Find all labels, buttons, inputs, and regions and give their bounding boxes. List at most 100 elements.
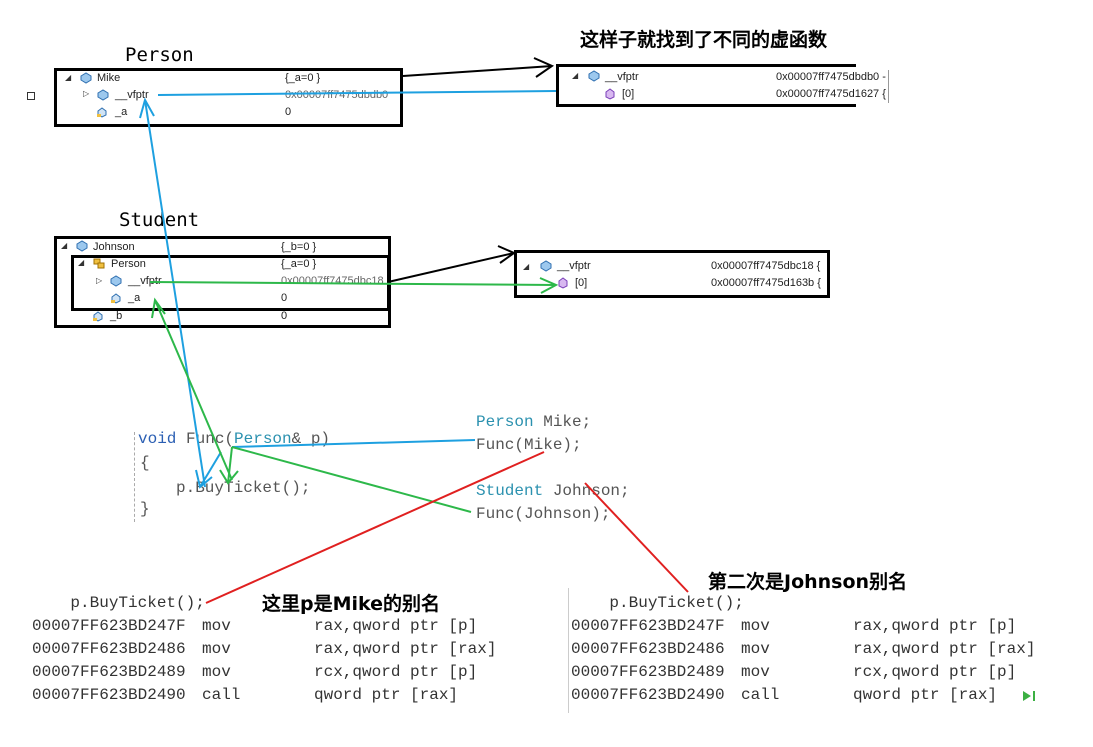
person-vtable-entry0-name[interactable]: [0] bbox=[622, 88, 635, 100]
object-icon bbox=[540, 260, 552, 272]
asm-left-op-0: mov bbox=[202, 617, 231, 635]
asm-right-addr-0: 00007FF623BD247F bbox=[571, 617, 725, 635]
vfptr-to-entry-green bbox=[149, 281, 557, 286]
expand-triangle-icon[interactable]: ▷ bbox=[83, 89, 90, 98]
row-marker bbox=[27, 92, 35, 100]
collapse-triangle-icon[interactable]: ◢ bbox=[61, 241, 68, 250]
student-to-vtable-arrow bbox=[387, 252, 515, 283]
asm-right-addr-1: 00007FF623BD2486 bbox=[571, 640, 725, 658]
asm-left-addr-3: 00007FF623BD2490 bbox=[32, 686, 186, 704]
person-type: Person bbox=[476, 413, 534, 431]
collapse-triangle-icon[interactable]: ◢ bbox=[78, 258, 85, 267]
green-arrows bbox=[149, 277, 559, 513]
asm-left-args-3: qword ptr [rax] bbox=[314, 686, 459, 704]
object-icon bbox=[110, 275, 122, 287]
arrowhead-icon bbox=[195, 469, 213, 489]
asm-left-panel: p.BuyTicket(); 00007FF623BD247F mov rax,… bbox=[26, 594, 546, 714]
student-semicolon: ; bbox=[620, 482, 630, 500]
asm-left-addr-2: 00007FF623BD2489 bbox=[32, 663, 186, 681]
asm-right-args-0: rax,qword ptr [p] bbox=[853, 617, 1017, 635]
field-icon bbox=[97, 107, 107, 118]
arrowhead-icon bbox=[219, 469, 239, 485]
person-row-a-value: 0 bbox=[285, 106, 292, 118]
param-to-body-blue bbox=[199, 451, 222, 488]
asm-right-args-3: qword ptr [rax] bbox=[853, 686, 998, 704]
person-vtable-vfptr-value: 0x00007ff7475dbdb0 - bbox=[776, 71, 886, 83]
asm-left-op-2: mov bbox=[202, 663, 231, 681]
body-to-vfptr-green bbox=[154, 299, 233, 481]
student-row-a-name[interactable]: _a bbox=[128, 292, 141, 304]
student-row-a-value: 0 bbox=[281, 292, 288, 304]
func-mike-to-param-blue bbox=[231, 439, 476, 448]
arrowhead-icon bbox=[139, 97, 155, 119]
person-row-a-name[interactable]: _a bbox=[115, 106, 128, 118]
asm-right-op-3: call bbox=[741, 686, 780, 704]
asm-right-header: p.BuyTicket(); bbox=[571, 594, 744, 612]
student-row-person-name[interactable]: Person bbox=[111, 258, 146, 270]
asm-right-args-1: rax,qword ptr [rax] bbox=[853, 640, 1036, 658]
collapse-triangle-icon[interactable]: ◢ bbox=[572, 71, 579, 80]
arrowhead-icon bbox=[497, 245, 517, 264]
code-margin-guide bbox=[134, 432, 136, 522]
func-close-brace: } bbox=[140, 500, 150, 518]
func-open-brace: { bbox=[140, 454, 150, 472]
func-johnson-to-param-green bbox=[231, 446, 472, 513]
asm-right-addr-3: 00007FF623BD2490 bbox=[571, 686, 725, 704]
asm-left-op-1: mov bbox=[202, 640, 231, 658]
black-arrows bbox=[387, 57, 555, 283]
param-to-body-green bbox=[227, 446, 233, 484]
collapse-triangle-icon[interactable]: ◢ bbox=[523, 262, 530, 271]
call-line-func-mike: Func(Mike); bbox=[476, 436, 582, 454]
student-row-b-name[interactable]: _b bbox=[110, 310, 123, 322]
object-icon bbox=[588, 70, 600, 82]
param-type: Person bbox=[234, 430, 292, 448]
asm-right-addr-2: 00007FF623BD2489 bbox=[571, 663, 725, 681]
call-line-func-johnson: Func(Johnson); bbox=[476, 505, 611, 523]
vfptr-to-entry-blue bbox=[157, 90, 557, 96]
base-class-icon bbox=[93, 258, 105, 269]
asm-left-args-2: rcx,qword ptr [p] bbox=[314, 663, 478, 681]
person-row-mike-name[interactable]: Mike bbox=[97, 72, 121, 84]
johnson-call-to-asm-line bbox=[584, 482, 689, 593]
mike-call-to-asm-line bbox=[205, 451, 545, 604]
func-body-call: p.BuyTicket(); bbox=[176, 479, 311, 497]
object-icon bbox=[97, 89, 109, 101]
run-to-cursor-icon[interactable] bbox=[1022, 689, 1038, 703]
person-row-vfptr-name[interactable]: __vfptr bbox=[115, 89, 149, 101]
object-icon bbox=[80, 72, 92, 84]
mike-alias-label: 这里p是Mike的别名 bbox=[262, 593, 441, 615]
person-vtable-vfptr-name[interactable]: __vfptr bbox=[605, 71, 639, 83]
student-row-b-value: 0 bbox=[281, 310, 288, 322]
method-icon bbox=[558, 277, 568, 289]
asm-right-op-2: mov bbox=[741, 663, 770, 681]
person-to-vtable-arrow bbox=[402, 65, 553, 77]
func-signature: void Func(Person& p) bbox=[138, 430, 330, 448]
asm-left-addr-1: 00007FF623BD2486 bbox=[32, 640, 186, 658]
red-lines bbox=[205, 451, 689, 604]
student-vtable-entry0-name[interactable]: [0] bbox=[575, 277, 588, 289]
student-row-johnson-name[interactable]: Johnson bbox=[93, 241, 135, 253]
asm-left-header: p.BuyTicket(); bbox=[32, 594, 205, 612]
student-type: Student bbox=[476, 482, 544, 500]
asm-left-op-3: call bbox=[202, 686, 241, 704]
vfunc-found-heading: 这样子就找到了不同的虚函数 bbox=[580, 29, 828, 51]
student-row-vfptr-name[interactable]: __vfptr bbox=[128, 275, 162, 287]
field-icon bbox=[93, 311, 103, 322]
student-row-johnson-value: {_b=0 } bbox=[281, 241, 317, 253]
student-vtable-vfptr-name[interactable]: __vfptr bbox=[557, 260, 591, 272]
method-icon bbox=[605, 88, 615, 100]
person-vtable-panel bbox=[556, 64, 856, 107]
blue-arrows bbox=[139, 90, 557, 489]
expand-triangle-icon[interactable]: ▷ bbox=[96, 276, 103, 285]
collapse-triangle-icon[interactable]: ◢ bbox=[65, 73, 72, 82]
person-vtable-entry0-value: 0x00007ff7475d1627 { bbox=[776, 88, 886, 100]
call-line-student-decl: Student Johnson; bbox=[476, 482, 630, 500]
arrowhead-icon bbox=[539, 277, 559, 294]
asm-right-op-0: mov bbox=[741, 617, 770, 635]
person-watch-panel bbox=[54, 68, 403, 127]
field-icon bbox=[111, 293, 121, 304]
void-keyword: void bbox=[138, 430, 177, 448]
student-heading: Student bbox=[119, 209, 200, 231]
person-row-mike-value: {_a=0 } bbox=[285, 72, 321, 84]
